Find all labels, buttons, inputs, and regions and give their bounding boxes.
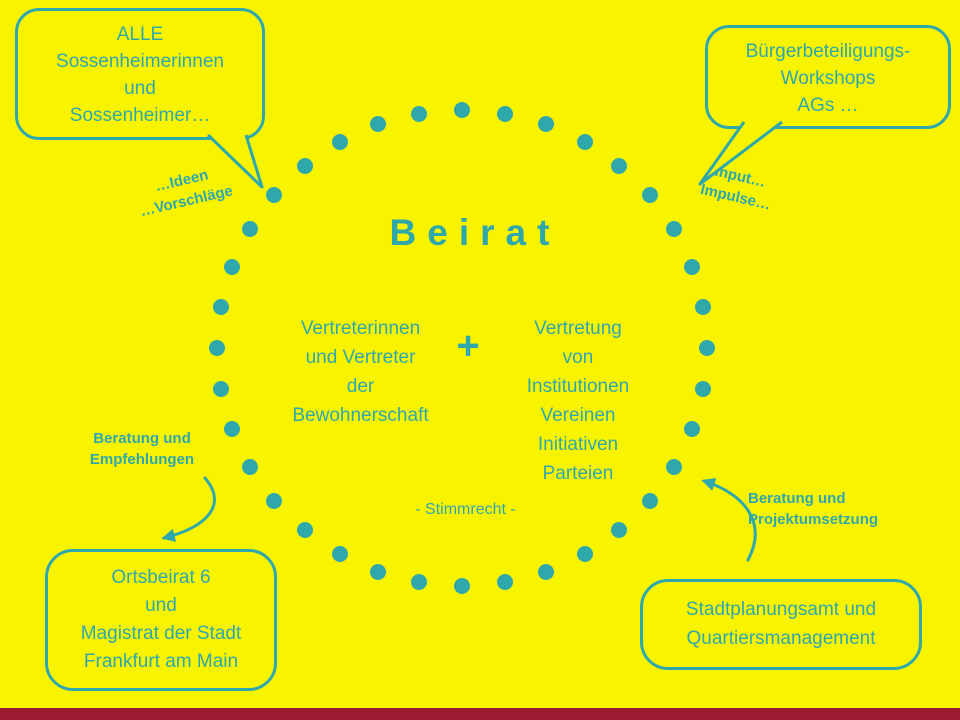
bubble-line: ALLE xyxy=(116,24,164,45)
speech-bubble-workshops: Bürgerbeteiligungs- Workshops AGs … xyxy=(705,25,951,129)
label-ideas: …Ideen …Vorschläge xyxy=(115,156,253,227)
bubble-line: und xyxy=(124,78,156,99)
label-line: Beratung und xyxy=(93,430,191,447)
box-stadtplanungsamt: Stadtplanungsamt und Quartiersmanagement xyxy=(640,579,922,670)
group-line: von xyxy=(562,347,594,368)
group-line: der xyxy=(346,376,375,397)
circle-dot xyxy=(296,522,313,539)
bubble-line: Bürgerbeteiligungs- xyxy=(745,41,911,62)
circle-dot xyxy=(370,116,387,133)
speech-bubble-residents: ALLE Sossenheimerinnen und Sossenheimer… xyxy=(15,8,265,140)
group-line: Bewohnerschaft xyxy=(292,405,429,426)
group-line: Institutionen xyxy=(526,376,630,397)
bubble-line: Sossenheimer… xyxy=(69,105,211,126)
circle-dot xyxy=(537,116,554,133)
bubble-line: AGs … xyxy=(797,95,859,116)
circle-dot xyxy=(695,298,712,315)
voting-right-note: - Stimmrecht - xyxy=(415,501,516,518)
circle-dot xyxy=(266,187,283,204)
circle-dot xyxy=(209,340,225,356)
circle-dot xyxy=(641,187,658,204)
plus-sign: + xyxy=(456,324,480,368)
arrow-to-ortsbeirat xyxy=(161,476,216,542)
circle-dot xyxy=(296,157,313,174)
circle-dot xyxy=(223,258,240,275)
circle-dot xyxy=(695,381,712,398)
circle-dot xyxy=(411,574,428,591)
circle-dot xyxy=(684,421,701,438)
circle-dot xyxy=(611,522,628,539)
box-line: Stadtplanungsamt und xyxy=(685,599,877,620)
group-line: Vereinen xyxy=(540,405,616,426)
box-ortsbeirat-magistrat: Ortsbeirat 6 und Magistrat der Stadt Fra… xyxy=(45,549,277,691)
bubble-line: Workshops xyxy=(780,68,876,89)
footer-stripe xyxy=(0,708,960,720)
group-line: Initiativen xyxy=(537,434,619,455)
circle-dot xyxy=(370,563,387,580)
circle-dot xyxy=(684,258,701,275)
diagram-title: Beirat xyxy=(389,212,561,253)
label-beratung-empfehlungen: Beratung und Empfehlungen xyxy=(78,428,206,470)
representatives-group: Vertreterinnen und Vertreter der Bewohne… xyxy=(268,314,453,430)
circle-dot xyxy=(411,105,428,122)
circle-dot xyxy=(454,578,470,594)
label-input-impulse: Input… Impulse… xyxy=(683,155,794,219)
circle-dot xyxy=(454,102,470,118)
circle-dot xyxy=(241,459,258,475)
label-line: Projektumsetzung xyxy=(748,511,879,528)
circle-dot xyxy=(666,221,683,237)
institutions-group: Vertretung von Institutionen Vereinen In… xyxy=(488,314,668,488)
circle-dot xyxy=(212,381,229,398)
circle-dot xyxy=(641,492,658,509)
box-line: Ortsbeirat 6 xyxy=(111,567,211,588)
circle-dot xyxy=(576,133,593,150)
circle-dot xyxy=(537,563,554,580)
circle-dot xyxy=(576,546,593,563)
label-beratung-projektumsetzung: Beratung und Projektumsetzung xyxy=(748,488,903,530)
circle-dot xyxy=(496,574,513,591)
circle-dot xyxy=(212,298,229,315)
circle-dot xyxy=(666,459,683,475)
circle-dot xyxy=(699,340,715,356)
label-line: Empfehlungen xyxy=(89,451,195,468)
circle-dot xyxy=(611,157,628,174)
box-line: Magistrat der Stadt xyxy=(80,623,242,644)
group-line: und Vertreter xyxy=(305,347,416,368)
circle-dot xyxy=(331,133,348,150)
circle-dot xyxy=(331,546,348,563)
group-line: Vertretung xyxy=(534,318,622,339)
box-line: und xyxy=(145,595,177,616)
group-line: Parteien xyxy=(542,463,614,484)
circle-dot xyxy=(223,421,240,438)
group-line: Vertreterinnen xyxy=(300,318,421,339)
circle-dot xyxy=(496,105,513,122)
box-line: Frankfurt am Main xyxy=(83,651,239,672)
circle-dot xyxy=(266,492,283,509)
circle-dot xyxy=(241,221,258,237)
box-line: Quartiersmanagement xyxy=(686,628,876,649)
bubble-line: Sossenheimerinnen xyxy=(56,51,224,72)
label-line: Beratung und xyxy=(748,490,846,507)
